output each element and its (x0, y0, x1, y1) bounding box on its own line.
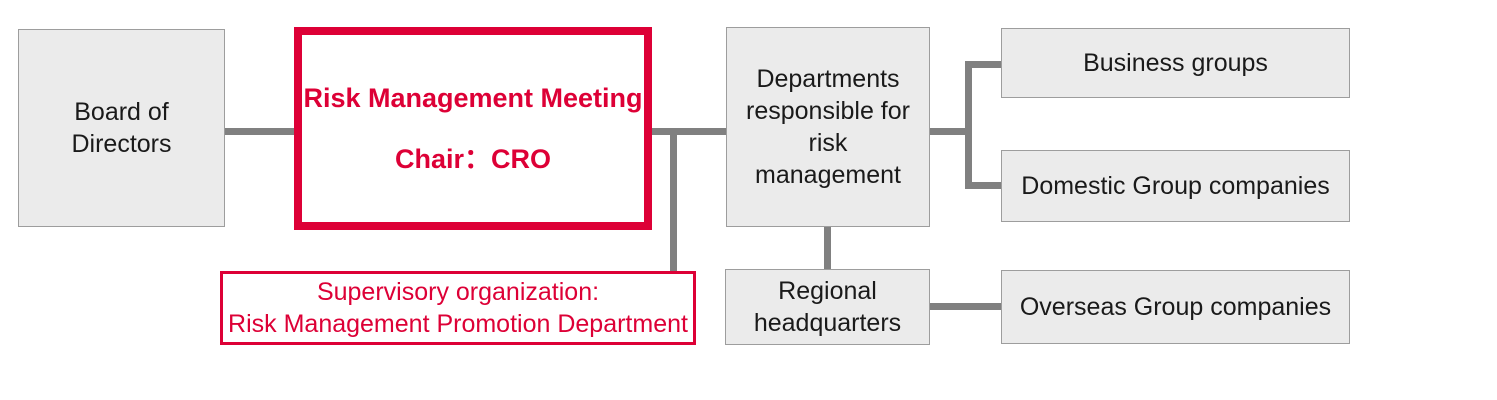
connector-departments-to-branch-trunk (928, 128, 972, 135)
connector-regional-hq-to-overseas-companies (928, 303, 1004, 310)
node-departments-responsible-for-risk-management[interactable]: Departments responsible for risk managem… (726, 27, 930, 227)
connector-risk-meeting-to-supervisory (670, 128, 677, 273)
node-overseas-group-companies[interactable]: Overseas Group companies (1001, 270, 1350, 344)
node-departments-responsible-label: Departments responsible for risk managem… (746, 65, 910, 189)
connector-board-to-risk-meeting (224, 128, 296, 135)
connector-trunk-to-business-groups (965, 61, 1005, 68)
node-board-of-directors-label: Board of Directors (71, 98, 172, 158)
node-overseas-group-companies-label: Overseas Group companies (1019, 293, 1332, 321)
node-regional-headquarters-label: Regional headquarters (753, 277, 902, 337)
node-supervisory-organization-title: Supervisory organization: (316, 278, 600, 306)
node-supervisory-organization-department: Risk Management Promotion Department (228, 310, 688, 338)
node-risk-management-meeting[interactable]: Risk Management Meeting Chair：CRO (294, 27, 652, 230)
node-domestic-group-companies-label: Domestic Group companies (1021, 172, 1330, 200)
node-risk-management-meeting-title: Risk Management Meeting (303, 82, 643, 113)
connector-branch-trunk-vertical (965, 61, 972, 189)
node-business-groups-label: Business groups (1083, 49, 1268, 77)
node-risk-management-meeting-chair: Chair：CRO (394, 143, 551, 174)
node-supervisory-organization[interactable]: Supervisory organization: Risk Managemen… (220, 271, 696, 345)
node-business-groups[interactable]: Business groups (1001, 28, 1350, 98)
connector-departments-to-regional-hq (824, 226, 831, 272)
node-domestic-group-companies[interactable]: Domestic Group companies (1001, 150, 1350, 222)
connector-trunk-to-domestic-companies (965, 182, 1005, 189)
connector-risk-meeting-to-departments (650, 128, 728, 135)
node-board-of-directors[interactable]: Board of Directors (18, 29, 225, 227)
node-regional-headquarters[interactable]: Regional headquarters (725, 269, 930, 345)
